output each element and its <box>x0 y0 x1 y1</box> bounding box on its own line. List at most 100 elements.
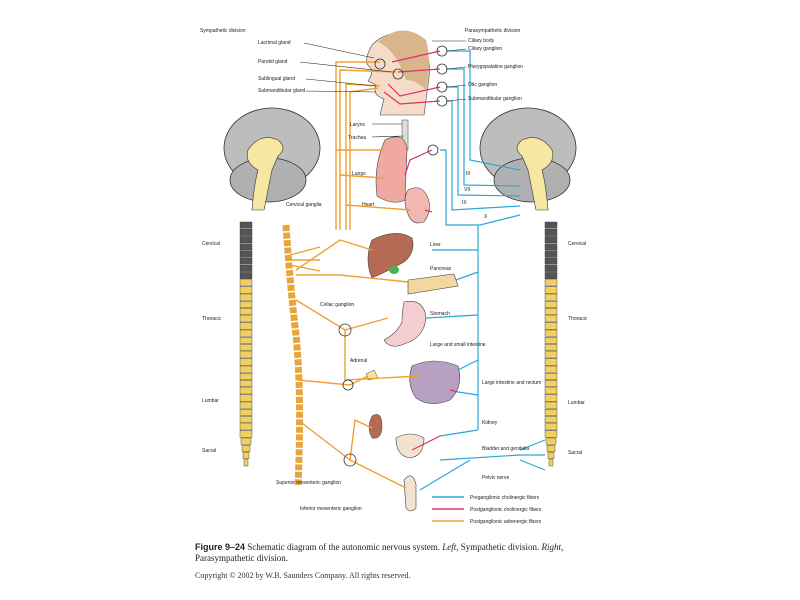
vertebra <box>239 416 253 423</box>
legend: Preganglionic cholinergic fibers Postgan… <box>432 495 542 525</box>
caption-text: Sympathetic division. <box>458 542 542 552</box>
label-cranial-nerve-iii: III <box>466 171 470 177</box>
vertebra <box>544 337 558 344</box>
stomach <box>383 301 427 347</box>
vertebra <box>544 322 558 330</box>
label-trachea: Trachea <box>348 135 366 141</box>
copyright: Copyright © 2002 by W.B. Saunders Compan… <box>195 571 411 580</box>
label-larynx: Larynx <box>350 122 366 128</box>
label-adrenal: Adrenal <box>350 358 367 364</box>
vertebra <box>544 221 558 229</box>
vertebra <box>239 365 253 373</box>
label-sacral-right: Sacral <box>568 450 582 456</box>
vertebra <box>544 228 558 236</box>
vertebra <box>239 293 253 301</box>
label-inferior-mesenteric-ganglion: Inferior mesenteric ganglion <box>300 506 362 512</box>
vertebra <box>239 373 253 380</box>
caption-text: Schematic diagram of the autonomic nervo… <box>245 542 443 552</box>
vertebra <box>544 329 558 337</box>
left-brain <box>223 107 321 211</box>
vertebra <box>239 387 253 395</box>
vertebra <box>239 257 253 265</box>
vertebra <box>239 308 253 315</box>
label-lumbar-left: Lumbar <box>202 398 219 404</box>
label-cranial-nerve-x: X <box>484 214 488 220</box>
heart <box>404 187 430 224</box>
legend-label-postganglionic-adrenergic: Postganglionic adrenergic fibers <box>470 519 542 525</box>
label-pancreas: Pancreas <box>430 266 452 272</box>
label-sublingual-gland: Sublingual gland <box>258 76 295 82</box>
vertebra <box>544 409 558 416</box>
vertebra <box>545 437 557 445</box>
label-sacral-left: Sacral <box>202 448 216 454</box>
label-lacrimal-gland: Lacrimal gland <box>258 40 291 46</box>
gallbladder <box>389 266 399 274</box>
label-pelvic-nerve: Pelvic nerve <box>482 475 509 481</box>
label-large-intestine-rectum: Large intestine and rectum <box>482 380 541 386</box>
vertebra <box>546 445 556 452</box>
label-lungs: Lungs <box>352 171 366 177</box>
vertebra <box>239 221 253 229</box>
caption-text: Parasympathetic division. <box>195 553 288 563</box>
vertebra <box>239 401 253 409</box>
parasympathetic-division-label: Parasympathetic division <box>465 28 521 34</box>
vertebra <box>544 265 558 272</box>
vertebra <box>239 286 253 294</box>
lungs <box>375 136 408 203</box>
vertebra <box>544 308 558 315</box>
vertebra <box>239 358 253 366</box>
vertebra <box>239 315 253 323</box>
vertebra <box>544 236 558 243</box>
vertebra <box>544 401 558 409</box>
spinal-columns <box>239 221 558 467</box>
label-kidney: Kidney <box>482 420 498 426</box>
vertebra <box>241 445 251 452</box>
label-ciliary-body: Ciliary body <box>468 38 495 44</box>
label-submandibular-ganglion: Submandibular ganglion <box>468 96 522 102</box>
vertebra <box>544 257 558 265</box>
label-celiac-ganglion: Celiac ganglion <box>320 302 354 308</box>
vertebra <box>239 272 253 279</box>
vertebra <box>239 430 253 438</box>
label-stomach: Stomach <box>430 311 450 317</box>
vertebra <box>544 315 558 323</box>
vertebra <box>239 279 253 287</box>
vertebra <box>239 409 253 416</box>
legend-label-preganglionic: Preganglionic cholinergic fibers <box>470 495 540 501</box>
vertebra <box>239 243 253 251</box>
pancreas <box>407 273 459 295</box>
vertebra <box>544 243 558 251</box>
vertebra <box>544 344 558 351</box>
vertebra <box>544 380 558 387</box>
vertebra <box>239 423 253 431</box>
caption-right: Right, <box>541 542 564 552</box>
vertebra <box>544 365 558 373</box>
vertebra <box>239 250 253 258</box>
genitalia <box>403 475 417 512</box>
figure-caption: Figure 9–24 Schematic diagram of the aut… <box>195 542 615 564</box>
vertebra <box>544 250 558 258</box>
label-cranial-nerve-ix: IX <box>462 200 467 206</box>
vertebra <box>544 272 558 279</box>
vertebra <box>243 459 249 467</box>
vertebra <box>239 394 253 402</box>
label-submandibular-gland: Submandibular gland <box>258 88 305 94</box>
vertebra <box>544 286 558 294</box>
label-liver: Liver <box>430 242 441 248</box>
sympathetic-division-label: Sympathetic division <box>200 28 246 34</box>
label-lumbar-right: Lumbar <box>568 400 585 406</box>
vertebra <box>544 293 558 301</box>
vertebra <box>239 329 253 337</box>
vertebra <box>544 423 558 431</box>
vertebra <box>239 344 253 351</box>
right-brain <box>479 107 577 211</box>
figure-number: Figure 9–24 <box>195 542 246 552</box>
vertebra <box>544 351 558 359</box>
vertebra <box>240 437 252 445</box>
label-thoracic-right: Thoracic <box>568 316 588 322</box>
leader-lines <box>299 40 467 138</box>
sympathetic-chain <box>282 224 304 486</box>
label-cervical-ganglia: Cervical ganglia <box>286 202 322 208</box>
label-superior-mesenteric-ganglion: Superior mesenteric ganglion <box>276 480 341 486</box>
